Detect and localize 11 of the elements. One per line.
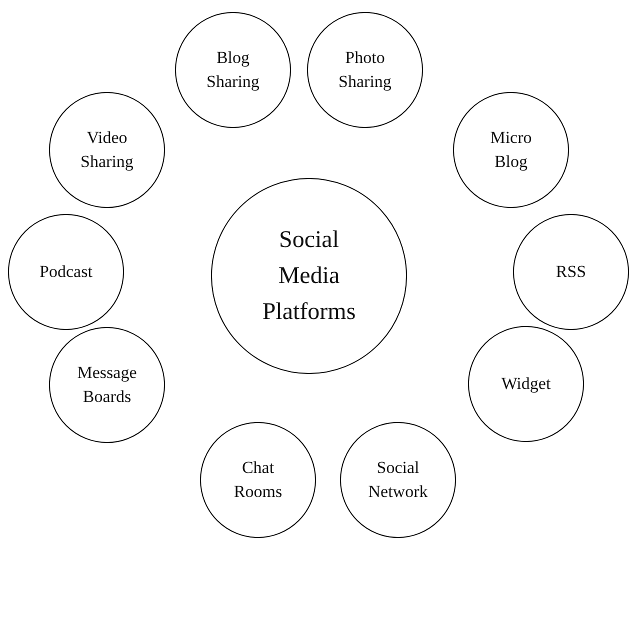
node-label: Message Boards <box>76 362 138 408</box>
node-label: Video Sharing <box>80 127 134 173</box>
node-label: RSS <box>554 261 588 283</box>
node-label: Micro Blog <box>489 127 533 173</box>
node-label: Social Media Platforms <box>261 226 357 327</box>
node-label: Social Network <box>367 457 429 503</box>
node-label: Chat Rooms <box>232 457 284 503</box>
node-label: Blog Sharing <box>206 47 260 93</box>
node-label: Widget <box>500 373 552 395</box>
node-label: Photo Sharing <box>338 47 392 93</box>
node-label: Podcast <box>38 261 94 283</box>
